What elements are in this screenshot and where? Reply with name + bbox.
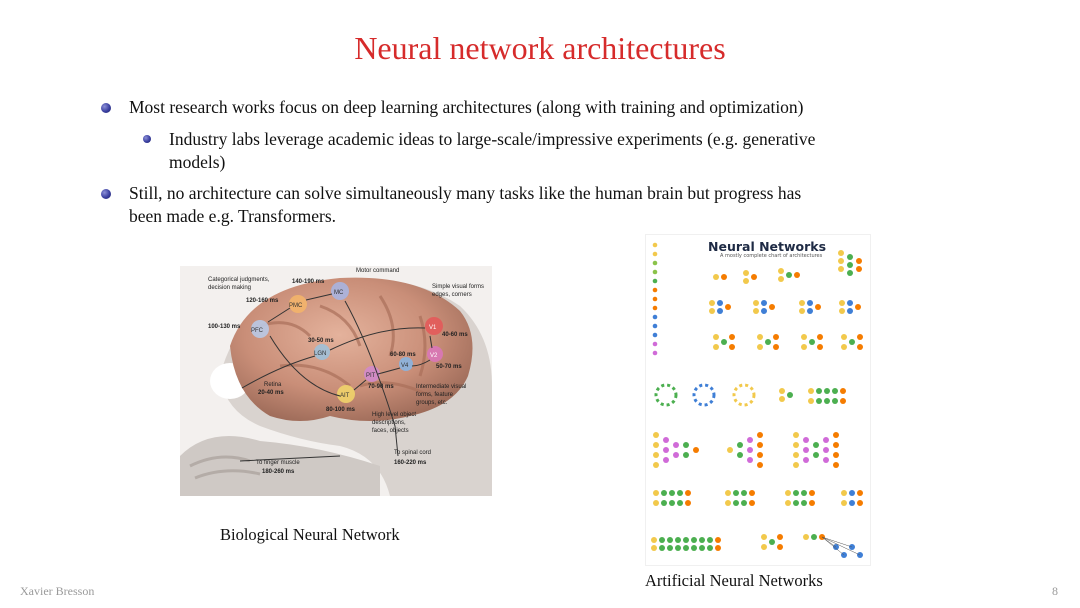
time-50: 50-70 ms [436, 364, 462, 370]
annot-finger: To finger muscle [256, 460, 300, 466]
label-mc: MC [334, 290, 344, 296]
sub-bullet-marker [143, 135, 151, 143]
label-v4: V4 [401, 363, 409, 369]
label-v2: V2 [430, 353, 438, 359]
brain-illustration: PFC PMC MC LGN V1 V2 V4 PIT AIT Categori… [180, 268, 492, 496]
time-100: 100-130 ms [208, 324, 241, 330]
nn-legend [652, 242, 658, 356]
footer-author: Xavier Bresson [20, 584, 95, 598]
label-pmc: PMC [289, 303, 303, 309]
nn-row-2 [709, 300, 861, 314]
annot-high-3: faces, objects [372, 428, 409, 434]
nn-row-5 [653, 432, 839, 468]
time-20: 20-40 ms [258, 390, 284, 396]
annot-categorical: Categorical judgments, [208, 277, 270, 283]
annot-high-2: descriptions, [372, 420, 406, 426]
annot-high-1: High level object [372, 412, 416, 418]
annot-spinal: To spinal cord [394, 450, 431, 456]
annot-simple: Simple visual forms [432, 284, 484, 290]
bullet-2-line2: been made e.g. Transformers. [129, 206, 337, 226]
annot-motor: Motor command [356, 268, 399, 274]
slide-title: Neural network architectures [354, 30, 726, 66]
time-160: 160-220 ms [394, 460, 427, 466]
sub-bullet-1-line1: Industry labs leverage academic ideas to… [169, 129, 816, 149]
annot-intermediate-1: Intermediate visual [416, 384, 466, 390]
nn-diagram [651, 242, 863, 558]
nn-chart-subtitle: A mostly complete chart of architectures [720, 253, 823, 259]
time-70: 70-90 ms [368, 384, 394, 390]
label-ait: AIT [340, 393, 350, 399]
time-30: 30-50 ms [308, 338, 334, 344]
annot-decision: decision making [208, 285, 251, 291]
right-caption: Artificial Neural Networks [645, 571, 823, 590]
time-120: 120-160 ms [246, 298, 279, 304]
annot-edges: edges, corners [432, 292, 472, 298]
label-lgn: LGN [314, 351, 326, 357]
nn-chart: Neural Networks A mostly complete chart … [645, 234, 871, 566]
label-pfc: PFC [251, 328, 264, 334]
nn-row-4 [654, 383, 846, 407]
brain-figure: PFC PMC MC LGN V1 V2 V4 PIT AIT Categori… [180, 266, 492, 496]
nn-row-3 [713, 334, 863, 350]
page-number: 8 [1052, 584, 1058, 598]
bullet-2-line1: Still, no architecture can solve simulta… [129, 183, 802, 203]
label-pit: PIT [366, 373, 376, 379]
time-80: 80-100 ms [326, 407, 356, 413]
nn-row-1 [713, 250, 862, 284]
time-180: 180-260 ms [262, 469, 295, 475]
annot-intermediate-3: groups, etc. [416, 400, 448, 406]
time-40: 40-60 ms [442, 332, 468, 338]
nn-row-7 [651, 534, 863, 558]
annot-intermediate-2: forms, feature [416, 392, 454, 398]
bullet-marker [101, 103, 111, 113]
annot-retina: Retina [264, 382, 282, 388]
time-60: 60-80 ms [390, 352, 416, 358]
left-caption: Biological Neural Network [220, 525, 400, 544]
nn-row-6 [653, 490, 863, 506]
nn-chart-title: Neural Networks [708, 239, 827, 254]
time-140: 140-190 ms [292, 279, 325, 285]
bullet-marker [101, 189, 111, 199]
label-v1: V1 [429, 325, 437, 331]
sub-bullet-1-line2: models) [169, 152, 226, 172]
bullet-1: Most research works focus on deep learni… [129, 97, 804, 117]
